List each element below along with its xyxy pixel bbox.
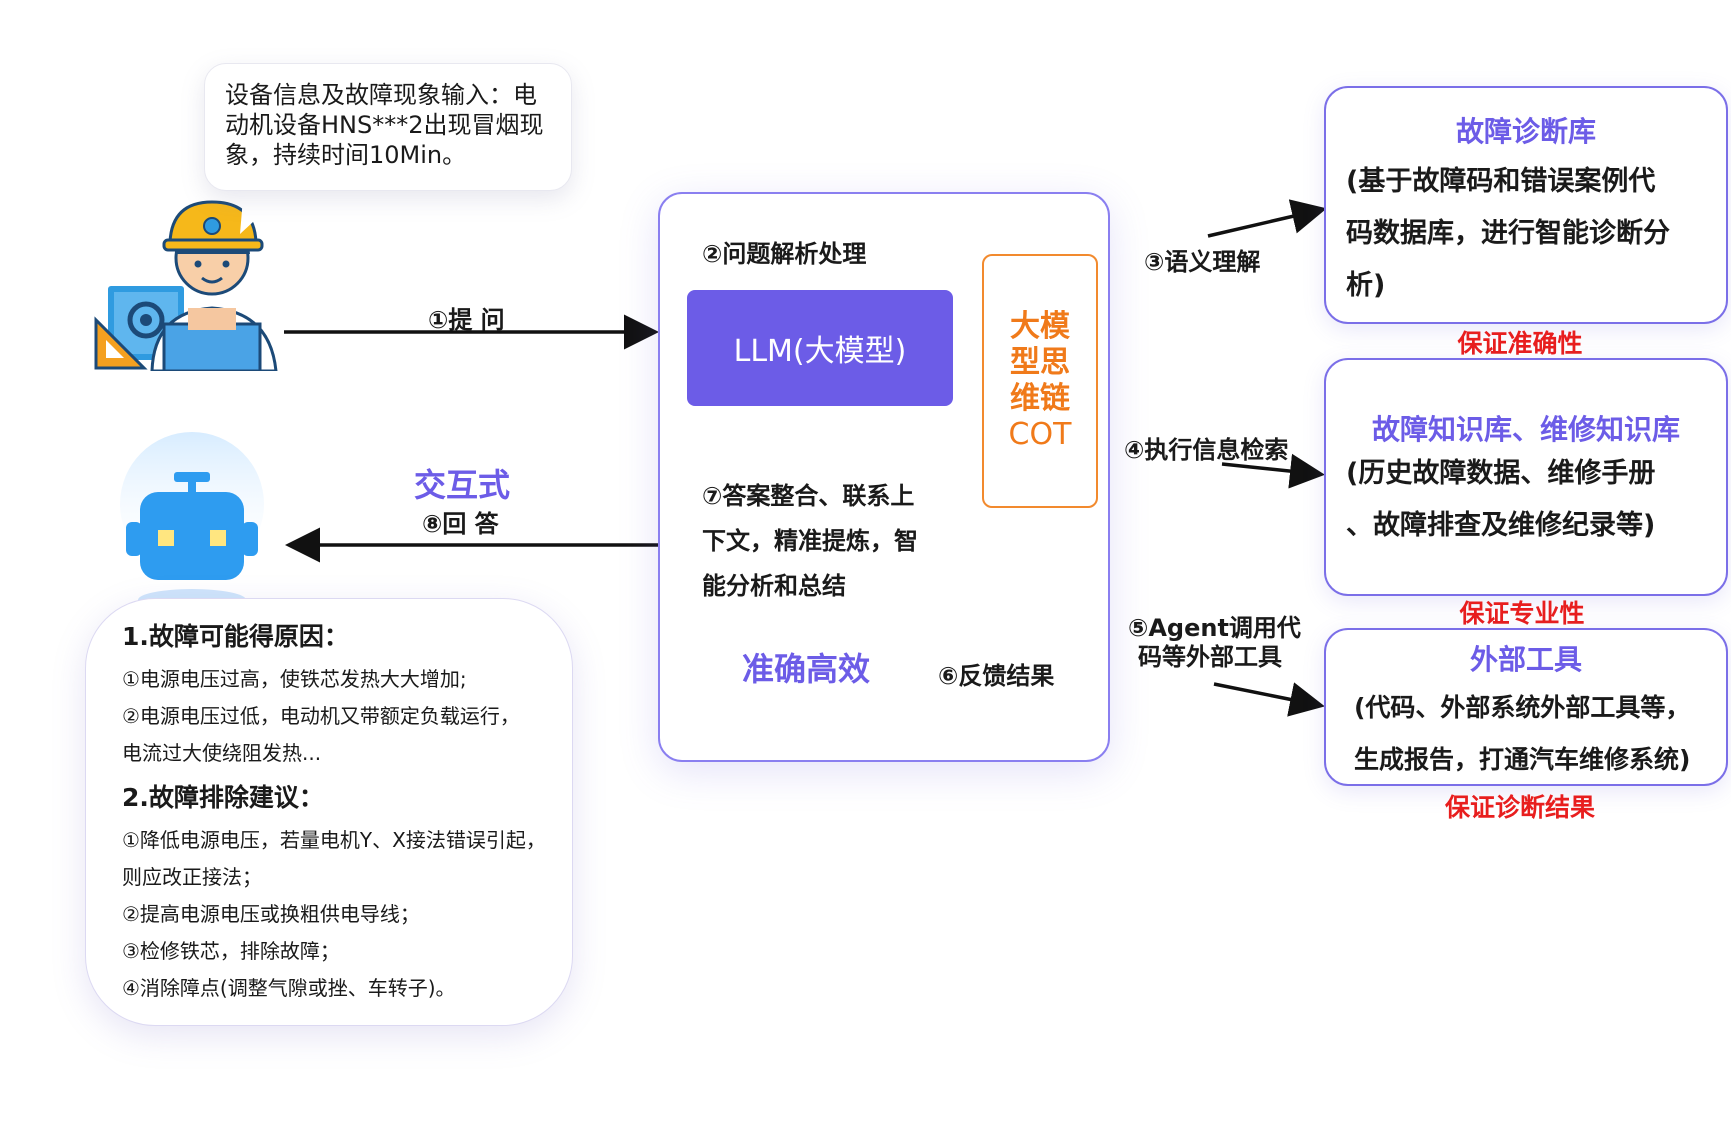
llm-block: LLM(大模型)	[687, 290, 953, 406]
cot-line2: 型思	[1009, 345, 1070, 380]
accuracy-note: 保证准确性	[1457, 329, 1583, 358]
knowledge-base-line1: (历史故障数据、维修手册	[1346, 458, 1656, 489]
feedback-label: ⑥反馈结果	[938, 662, 1055, 690]
user-input-bubble: 设备信息及故障现象输入：电 动机设备HNS***2出现冒烟现 象，持续时间10M…	[204, 63, 572, 191]
diagnosis-db-line3: 析)	[1346, 270, 1386, 301]
semantic-label: ③语义理解	[1144, 248, 1261, 276]
diagnosis-db-title: 故障诊断库	[1455, 115, 1596, 148]
knowledge-base-line2: 、故障排查及维修纪录等)	[1346, 510, 1656, 541]
diagnosis-db-line1: (基于故障码和错误案例代	[1346, 166, 1656, 197]
knowledge-base-box	[1324, 358, 1728, 596]
retrieval-arrow	[1221, 453, 1325, 489]
knowledge-base-body: (历史故障数据、维修手册 、故障排查及维修纪录等)	[1346, 448, 1655, 552]
professional-note: 保证专业性	[1459, 599, 1585, 628]
answer-cause-2: ②电源电压过低，电动机又带额定负载运行，	[122, 704, 520, 728]
integrate-line2: 下文，精准提炼，智	[702, 527, 918, 555]
answer-suggestion-2: ②提高电源电压或换粗供电导线；	[122, 902, 420, 926]
retrieval-label: ④执行信息检索	[1124, 436, 1289, 464]
agent-label-line2: 码等外部工具	[1138, 643, 1282, 671]
answer-heading-suggestions: 2.故障排除建议：	[122, 783, 324, 812]
interactive-label: 交互式	[414, 466, 511, 504]
external-tools-line2: 生成报告，打通汽车维修系统)	[1354, 745, 1691, 774]
efficient-label: 准确高效	[742, 650, 871, 688]
answer-suggestion-1: ①降低电源电压，若量电机Y、X接法错误引起，	[122, 828, 546, 852]
knowledge-base-title: 故障知识库、维修知识库	[1371, 413, 1680, 446]
external-tools-body: (代码、外部系统外部工具等， 生成报告，打通汽车维修系统)	[1354, 682, 1690, 786]
answer-bubble: 1.故障可能得原因： ①电源电压过高，使铁芯发热大大增加; ②电源电压过低，电动…	[85, 598, 573, 1026]
diagnosis-db-body: (基于故障码和错误案例代 码数据库，进行智能诊断分 析)	[1346, 156, 1670, 312]
integrate-line3: 能分析和总结	[702, 572, 846, 600]
integrate-text: ⑦答案整合、联系上 下文，精准提炼，智 能分析和总结	[702, 474, 918, 609]
semantic-arrow	[1207, 199, 1327, 238]
robot-icon	[120, 432, 264, 611]
integrate-line1: ⑦答案整合、联系上	[702, 482, 915, 510]
cot-line3: 维链	[1009, 381, 1070, 416]
agent-label-line1: ⑤Agent调用代	[1128, 614, 1301, 642]
cot-line1: 大模	[1009, 309, 1070, 344]
bubble-tail	[240, 186, 292, 234]
diagnosis-db-box	[1324, 86, 1728, 324]
user-input-line2: 动机设备HNS***2出现冒烟现	[225, 111, 544, 139]
diagnosis-result-note: 保证诊断结果	[1444, 793, 1595, 822]
ask-label: ①提 问	[428, 306, 505, 334]
parse-label: ②问题解析处理	[702, 240, 867, 268]
agent-arrow	[1213, 682, 1325, 717]
answer-heading-causes: 1.故障可能得原因：	[122, 622, 349, 651]
answer-cause-1: ①电源电压过高，使铁芯发热大大增加;	[122, 667, 467, 691]
external-tools-title: 外部工具	[1469, 643, 1582, 676]
cot-line4: COT	[1008, 417, 1072, 452]
answer-label: ⑧回 答	[422, 510, 499, 538]
diagnosis-db-line2: 码数据库，进行智能诊断分	[1346, 218, 1670, 249]
answer-suggestion-1b: 则应改正接法；	[122, 865, 262, 889]
external-tools-box	[1324, 628, 1728, 786]
external-tools-line1: (代码、外部系统外部工具等，	[1354, 693, 1691, 722]
agent-label: ⑤Agent调用代 码等外部工具	[1128, 614, 1301, 672]
engineer-icon	[94, 200, 278, 371]
user-input-line3: 象，持续时间10Min。	[225, 141, 467, 169]
answer-cause-3: 电流过大使绕阻发热...	[122, 741, 322, 765]
user-input-line1: 设备信息及故障现象输入：电	[225, 81, 537, 109]
answer-suggestion-4: ④消除障点(调整气隙或挫、车转子)。	[122, 976, 456, 1000]
cot-block: 大模 型思 维链 COT	[982, 254, 1098, 508]
answer-suggestion-3: ③检修铁芯，排除故障；	[122, 939, 340, 963]
